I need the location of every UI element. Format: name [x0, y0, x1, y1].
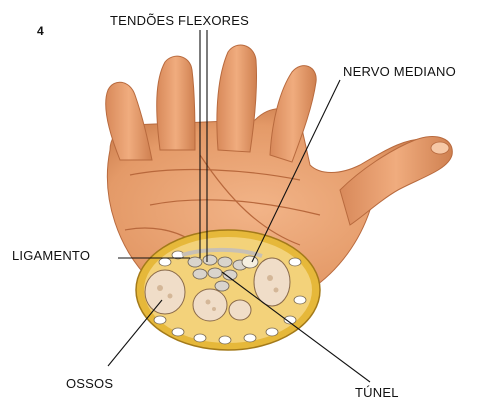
- wrist-cross-section: [136, 230, 320, 350]
- middle-finger: [157, 56, 195, 150]
- label-median-nerve: NERVO MEDIANO: [343, 64, 456, 79]
- leader-ossos: [108, 300, 162, 366]
- label-ligament: LIGAMENTO: [12, 248, 90, 263]
- median-nerve: [242, 256, 258, 268]
- label-bones: OSSOS: [66, 376, 113, 391]
- label-tunnel: TÚNEL: [355, 385, 399, 400]
- thumbnail: [431, 142, 449, 154]
- label-flexor-tendons: TENDÕES FLEXORES: [110, 13, 249, 28]
- little-finger: [270, 66, 316, 162]
- figure-number: 4: [37, 24, 44, 38]
- ring-finger: [217, 45, 257, 152]
